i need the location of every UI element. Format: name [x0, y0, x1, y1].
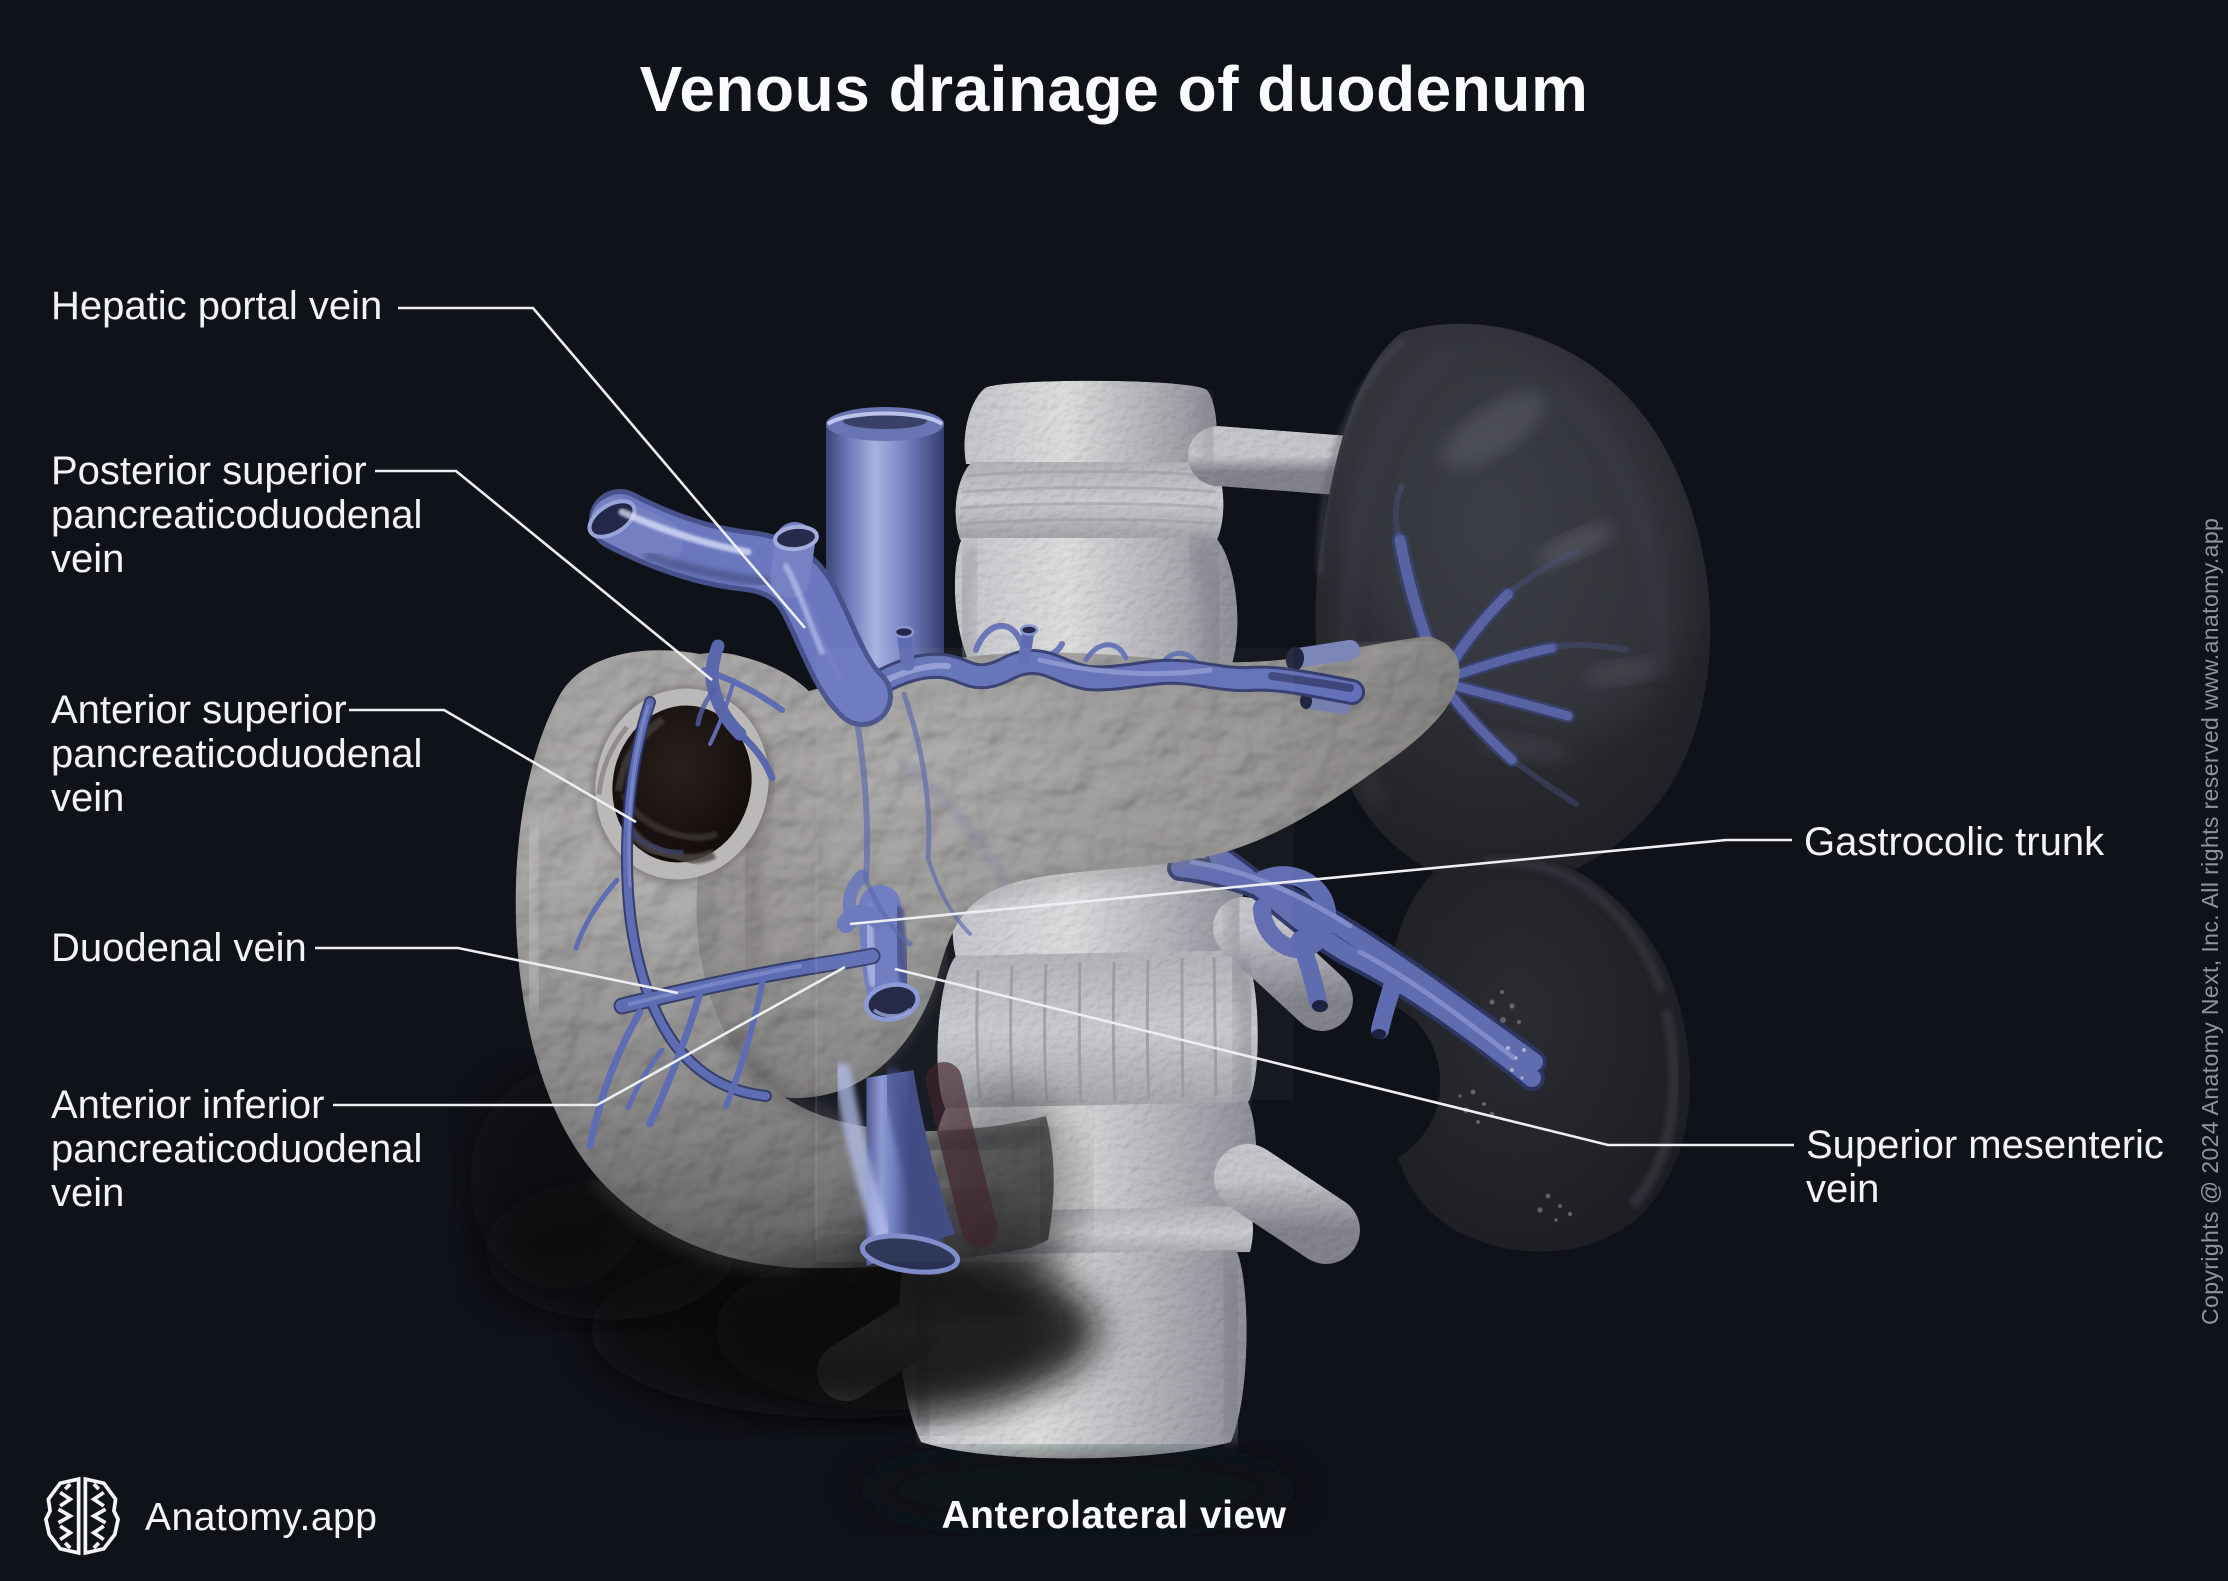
hepatic-portal-vein-vessel	[587, 489, 893, 782]
brain-logo-icon	[43, 1476, 121, 1556]
transparency-ghost-pane	[814, 648, 1294, 1262]
leader-posterior-superior	[375, 469, 713, 682]
spine-shading	[863, 391, 1293, 1528]
brand-name: Anatomy.app	[145, 1496, 378, 1539]
view-label: Anterolateral view	[941, 1494, 1287, 1537]
label-duodenal-vein: Duodenal vein	[51, 926, 307, 970]
leader-hepatic-portal-vein	[398, 306, 806, 629]
superior-mesenteric-artery	[926, 1062, 998, 1248]
label-gastrocolic-trunk: Gastrocolic trunk	[1804, 820, 2105, 864]
label-anterior-superior-pancreaticoduodenal-vein: Anterior superior pancreaticoduodenal ve…	[51, 688, 423, 820]
label-posterior-superior-pancreaticoduodenal-vein: Posterior superior pancreaticoduodenal v…	[51, 449, 423, 581]
leader-anterior-superior	[349, 708, 637, 824]
leader-lines	[315, 306, 1794, 1147]
leader-gastrocolic-trunk	[849, 838, 1792, 926]
label-superior-mesenteric-vein: Superior mesenteric vein	[1806, 1123, 2164, 1211]
pancreaticoduodenal-veins	[573, 622, 1201, 1150]
leader-duodenal-vein	[315, 946, 679, 995]
page-title: Venous drainage of duodenum	[639, 53, 1589, 125]
leader-superior-mesenteric-vein	[894, 967, 1794, 1147]
posterior-veins-through-ghost	[896, 756, 1010, 886]
splenic-vein	[847, 624, 1365, 707]
superior-mesenteric-vein-group	[818, 869, 998, 1275]
leader-anterior-inferior	[333, 965, 846, 1107]
splenorenal-vein-network	[1167, 843, 1547, 1091]
label-hepatic-portal-vein: Hepatic portal vein	[51, 284, 383, 328]
spleen	[1315, 323, 1711, 886]
label-anterior-inferior-pancreaticoduodenal-vein: Anterior inferior pancreaticoduodenal ve…	[51, 1083, 423, 1215]
copyright-text: Copyrights @ 2024 Anatomy Next, Inc. All…	[2197, 517, 2223, 1325]
